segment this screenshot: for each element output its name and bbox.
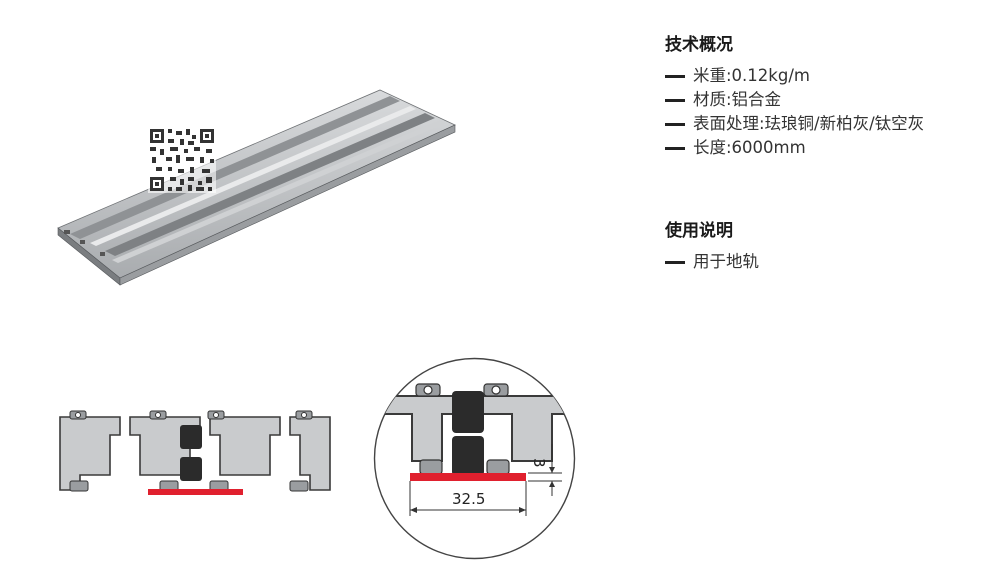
qr-code-watermark xyxy=(148,127,216,193)
height-dimension-label: 3 xyxy=(530,458,548,468)
dash-bullet-icon xyxy=(665,123,685,126)
profile-cross-section xyxy=(59,410,331,495)
width-dimension-label: 32.5 xyxy=(452,490,485,508)
spec-item-text: 表面处理:珐琅铜/新柏灰/钛空灰 xyxy=(693,114,925,133)
dash-bullet-icon xyxy=(665,75,685,78)
spec-item-weight: 米重:0.12kg/m xyxy=(665,64,985,88)
spec-heading: 技术概况 xyxy=(665,35,733,55)
dash-bullet-icon xyxy=(665,99,685,102)
zoom-detail-circle: 3 32.5 xyxy=(373,357,576,560)
spec-item-finish: 表面处理:珐琅铜/新柏灰/钛空灰 xyxy=(665,112,985,136)
dash-bullet-icon xyxy=(665,261,685,264)
spec-item-text: 米重:0.12kg/m xyxy=(693,66,810,85)
spec-item-text: 长度:6000mm xyxy=(693,138,806,157)
usage-heading: 使用说明 xyxy=(665,221,733,241)
product-3d-rendering xyxy=(57,89,456,286)
spec-item-text: 材质:铝合金 xyxy=(693,90,782,109)
usage-item-text: 用于地轨 xyxy=(693,252,759,271)
spec-item-material: 材质:铝合金 xyxy=(665,88,985,112)
spec-panel: 技术概况 米重:0.12kg/m 材质:铝合金 表面处理:珐琅铜/新柏灰/钛空灰… xyxy=(665,32,985,274)
spec-item-length: 长度:6000mm xyxy=(665,136,985,160)
usage-item: 用于地轨 xyxy=(665,250,985,274)
dash-bullet-icon xyxy=(665,147,685,150)
